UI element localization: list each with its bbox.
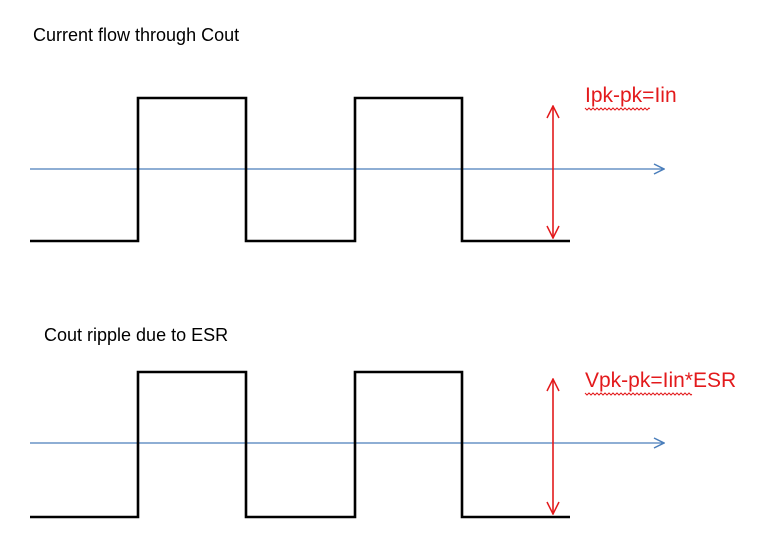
bottom-annotation-spellcheck-underline [584,392,766,396]
bottom-square-wave [30,370,570,519]
top-annotation: Ipk-pk=Iin [585,84,677,107]
top-panel: Current flow through Cout Ipk-pk=Iin [30,25,698,243]
top-square-wave [30,96,570,243]
bottom-annotation: Vpk-pk=Iin*ESR [585,369,736,392]
top-panel-title: Current flow through Cout [33,25,239,45]
bottom-panel-title: Cout ripple due to ESR [44,325,228,345]
bottom-panel: Cout ripple due to ESR Vpk-pk=Iin*ESR [30,325,766,519]
top-annotation-spellcheck-underline [584,107,698,111]
